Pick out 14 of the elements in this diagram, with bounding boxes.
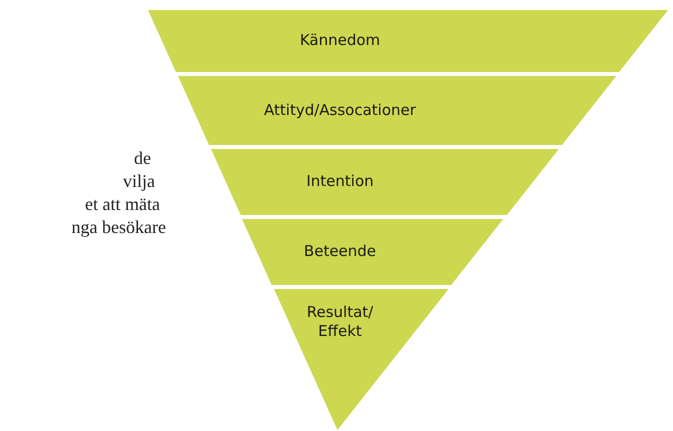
text-fragment: de (134, 148, 151, 169)
band-label: Resultat/ Effekt (306, 303, 374, 341)
funnel-band (148, 10, 668, 72)
band-label: Attityd/Assocationer (263, 100, 417, 120)
text-fragment: et att mäta (85, 194, 160, 215)
band-label: Kännedom (298, 31, 382, 50)
funnel-band (210, 149, 558, 215)
funnel-band (274, 289, 448, 430)
funnel-band (242, 219, 504, 285)
text-fragment: nga besökare (72, 217, 166, 238)
band-label: Intention (305, 172, 375, 191)
funnel-band (178, 76, 616, 145)
text-fragment: vilja (123, 171, 155, 192)
band-label: Beteende (302, 242, 378, 261)
